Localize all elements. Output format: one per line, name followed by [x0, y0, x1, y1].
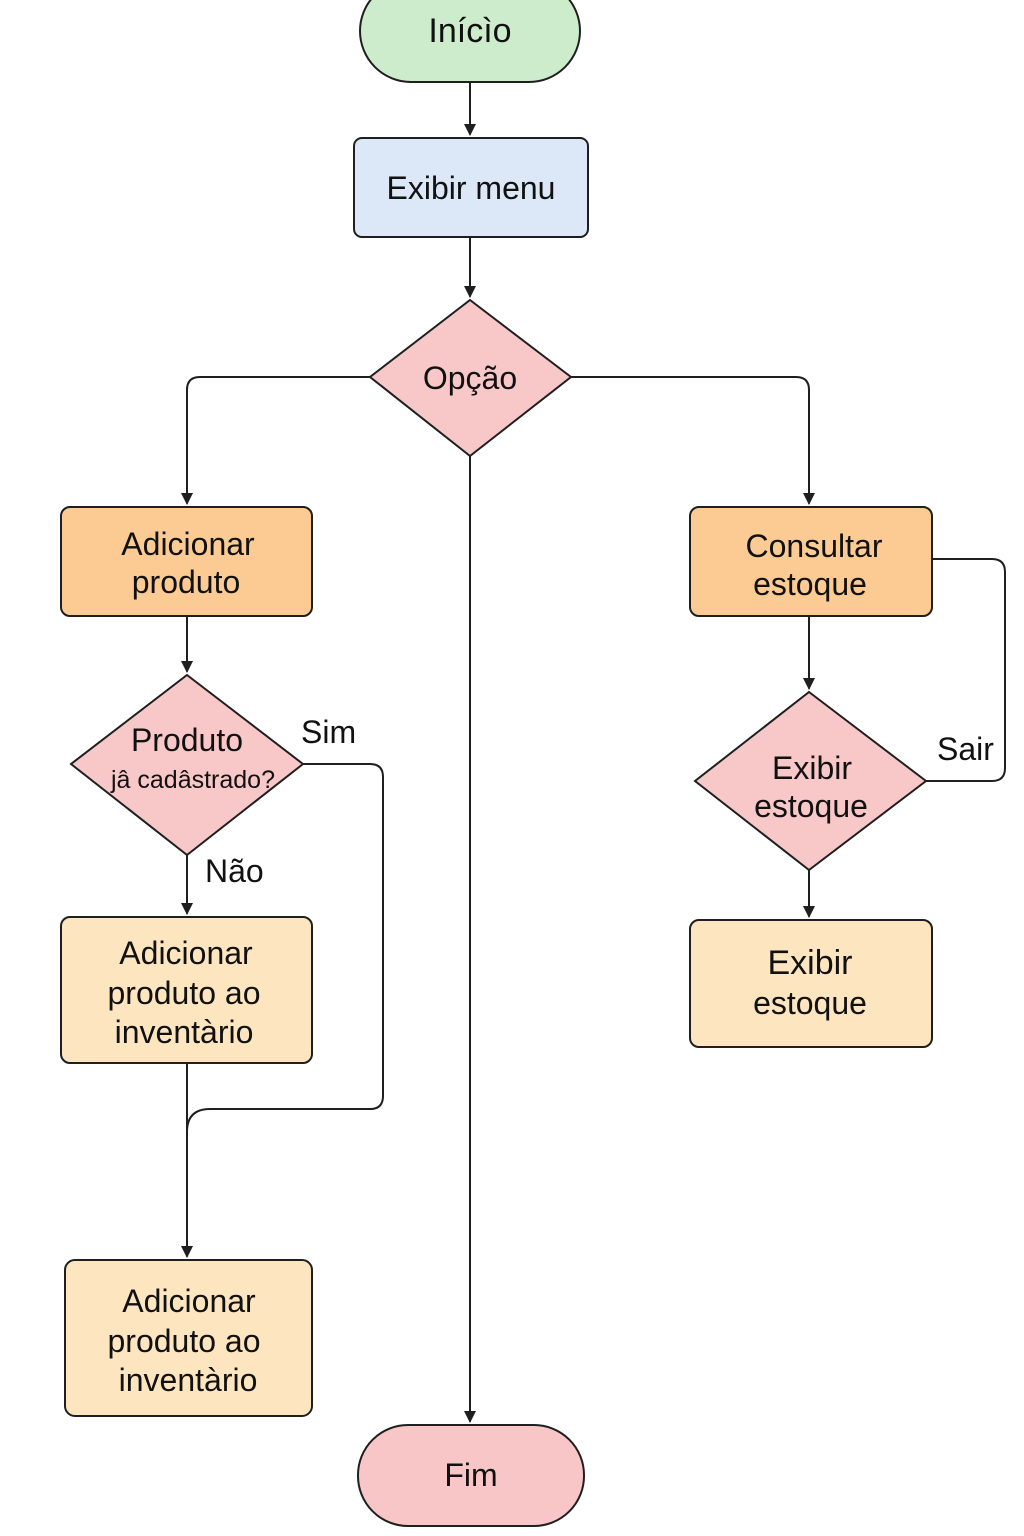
fim-terminal-shape	[357, 1424, 585, 1527]
node-adicionar-inventario-1: Adicionar produto ao inventàrio	[60, 916, 313, 1064]
adicionar-inventario-2-line-2: produto ao	[107, 1323, 260, 1359]
edge-opcao-to-consultar-estoque	[570, 376, 815, 505]
adicionar-inventario-1-line-2: produto ao	[107, 975, 260, 1011]
node-consultar-estoque: Consultar estoque	[689, 506, 933, 617]
adicionar-inventario-1-line-1: Adicionar	[119, 935, 253, 971]
node-inicio: Inícìo	[359, 0, 581, 83]
edge-label-nao: Não	[205, 853, 264, 889]
inicio-terminal-shape	[359, 0, 581, 83]
produto-cadastrado-line-2: jâ cadâstrado?	[110, 766, 275, 794]
edge-opcao-to-adicionar-produto	[181, 376, 371, 505]
edge-label-sair: Sair	[937, 731, 994, 767]
node-opcao: Opção	[368, 298, 573, 458]
adicionar-inventario-1-box	[60, 916, 313, 1064]
exibir-estoque-decision-shape	[693, 690, 928, 872]
adicionar-produto-line-2: produto	[132, 564, 241, 600]
exibir-estoque-decision-line-2: estoque	[754, 788, 868, 824]
exibir-estoque-box-line-1: Exibir	[767, 944, 852, 982]
consultar-estoque-line-2: estoque	[753, 566, 867, 602]
edge-sair-loop	[925, 558, 1006, 782]
exibir-estoque-decision-line-1: Exibir	[772, 750, 852, 786]
consultar-estoque-box	[689, 506, 933, 617]
adicionar-inventario-2-line-3: inventàrio	[119, 1362, 258, 1398]
produto-cadastrado-line-1: Produto	[131, 722, 243, 758]
adicionar-inventario-2-line-1: Adicionar	[122, 1283, 256, 1319]
node-exibir-menu: Exibir menu	[353, 137, 589, 238]
adicionar-produto-box	[60, 506, 313, 617]
adicionar-inventario-1-line-3: inventàrio	[115, 1014, 254, 1050]
exibir-menu-box	[353, 137, 589, 238]
node-exibir-estoque-decision: Exibir estoque	[693, 690, 928, 872]
edge-decision-sim-return	[186, 763, 384, 1133]
produto-cadastrado-decision-shape	[69, 673, 305, 857]
exibir-menu-label: Exibir menu	[387, 170, 556, 206]
opcao-label: Opção	[423, 360, 517, 396]
node-produto-cadastrado: Produto jâ cadâstrado?	[69, 673, 305, 857]
node-fim: Fim	[357, 1424, 585, 1527]
fim-label: Fim	[444, 1457, 497, 1493]
node-adicionar-produto: Adicionar produto	[60, 506, 313, 617]
adicionar-produto-line-1: Adicionar	[121, 526, 255, 562]
consultar-estoque-line-1: Consultar	[746, 528, 883, 564]
opcao-decision-shape	[368, 298, 573, 458]
exibir-estoque-box-line-2: estoque	[753, 985, 867, 1021]
edge-label-sim: Sim	[301, 714, 356, 750]
adicionar-inventario-2-box	[64, 1259, 313, 1417]
inicio-label: Inícìo	[428, 12, 511, 50]
exibir-estoque-box-shape	[689, 919, 933, 1048]
node-adicionar-inventario-2: Adicionar produto ao inventàrio	[64, 1259, 313, 1417]
node-exibir-estoque-box: Exibir estoque	[689, 919, 933, 1048]
